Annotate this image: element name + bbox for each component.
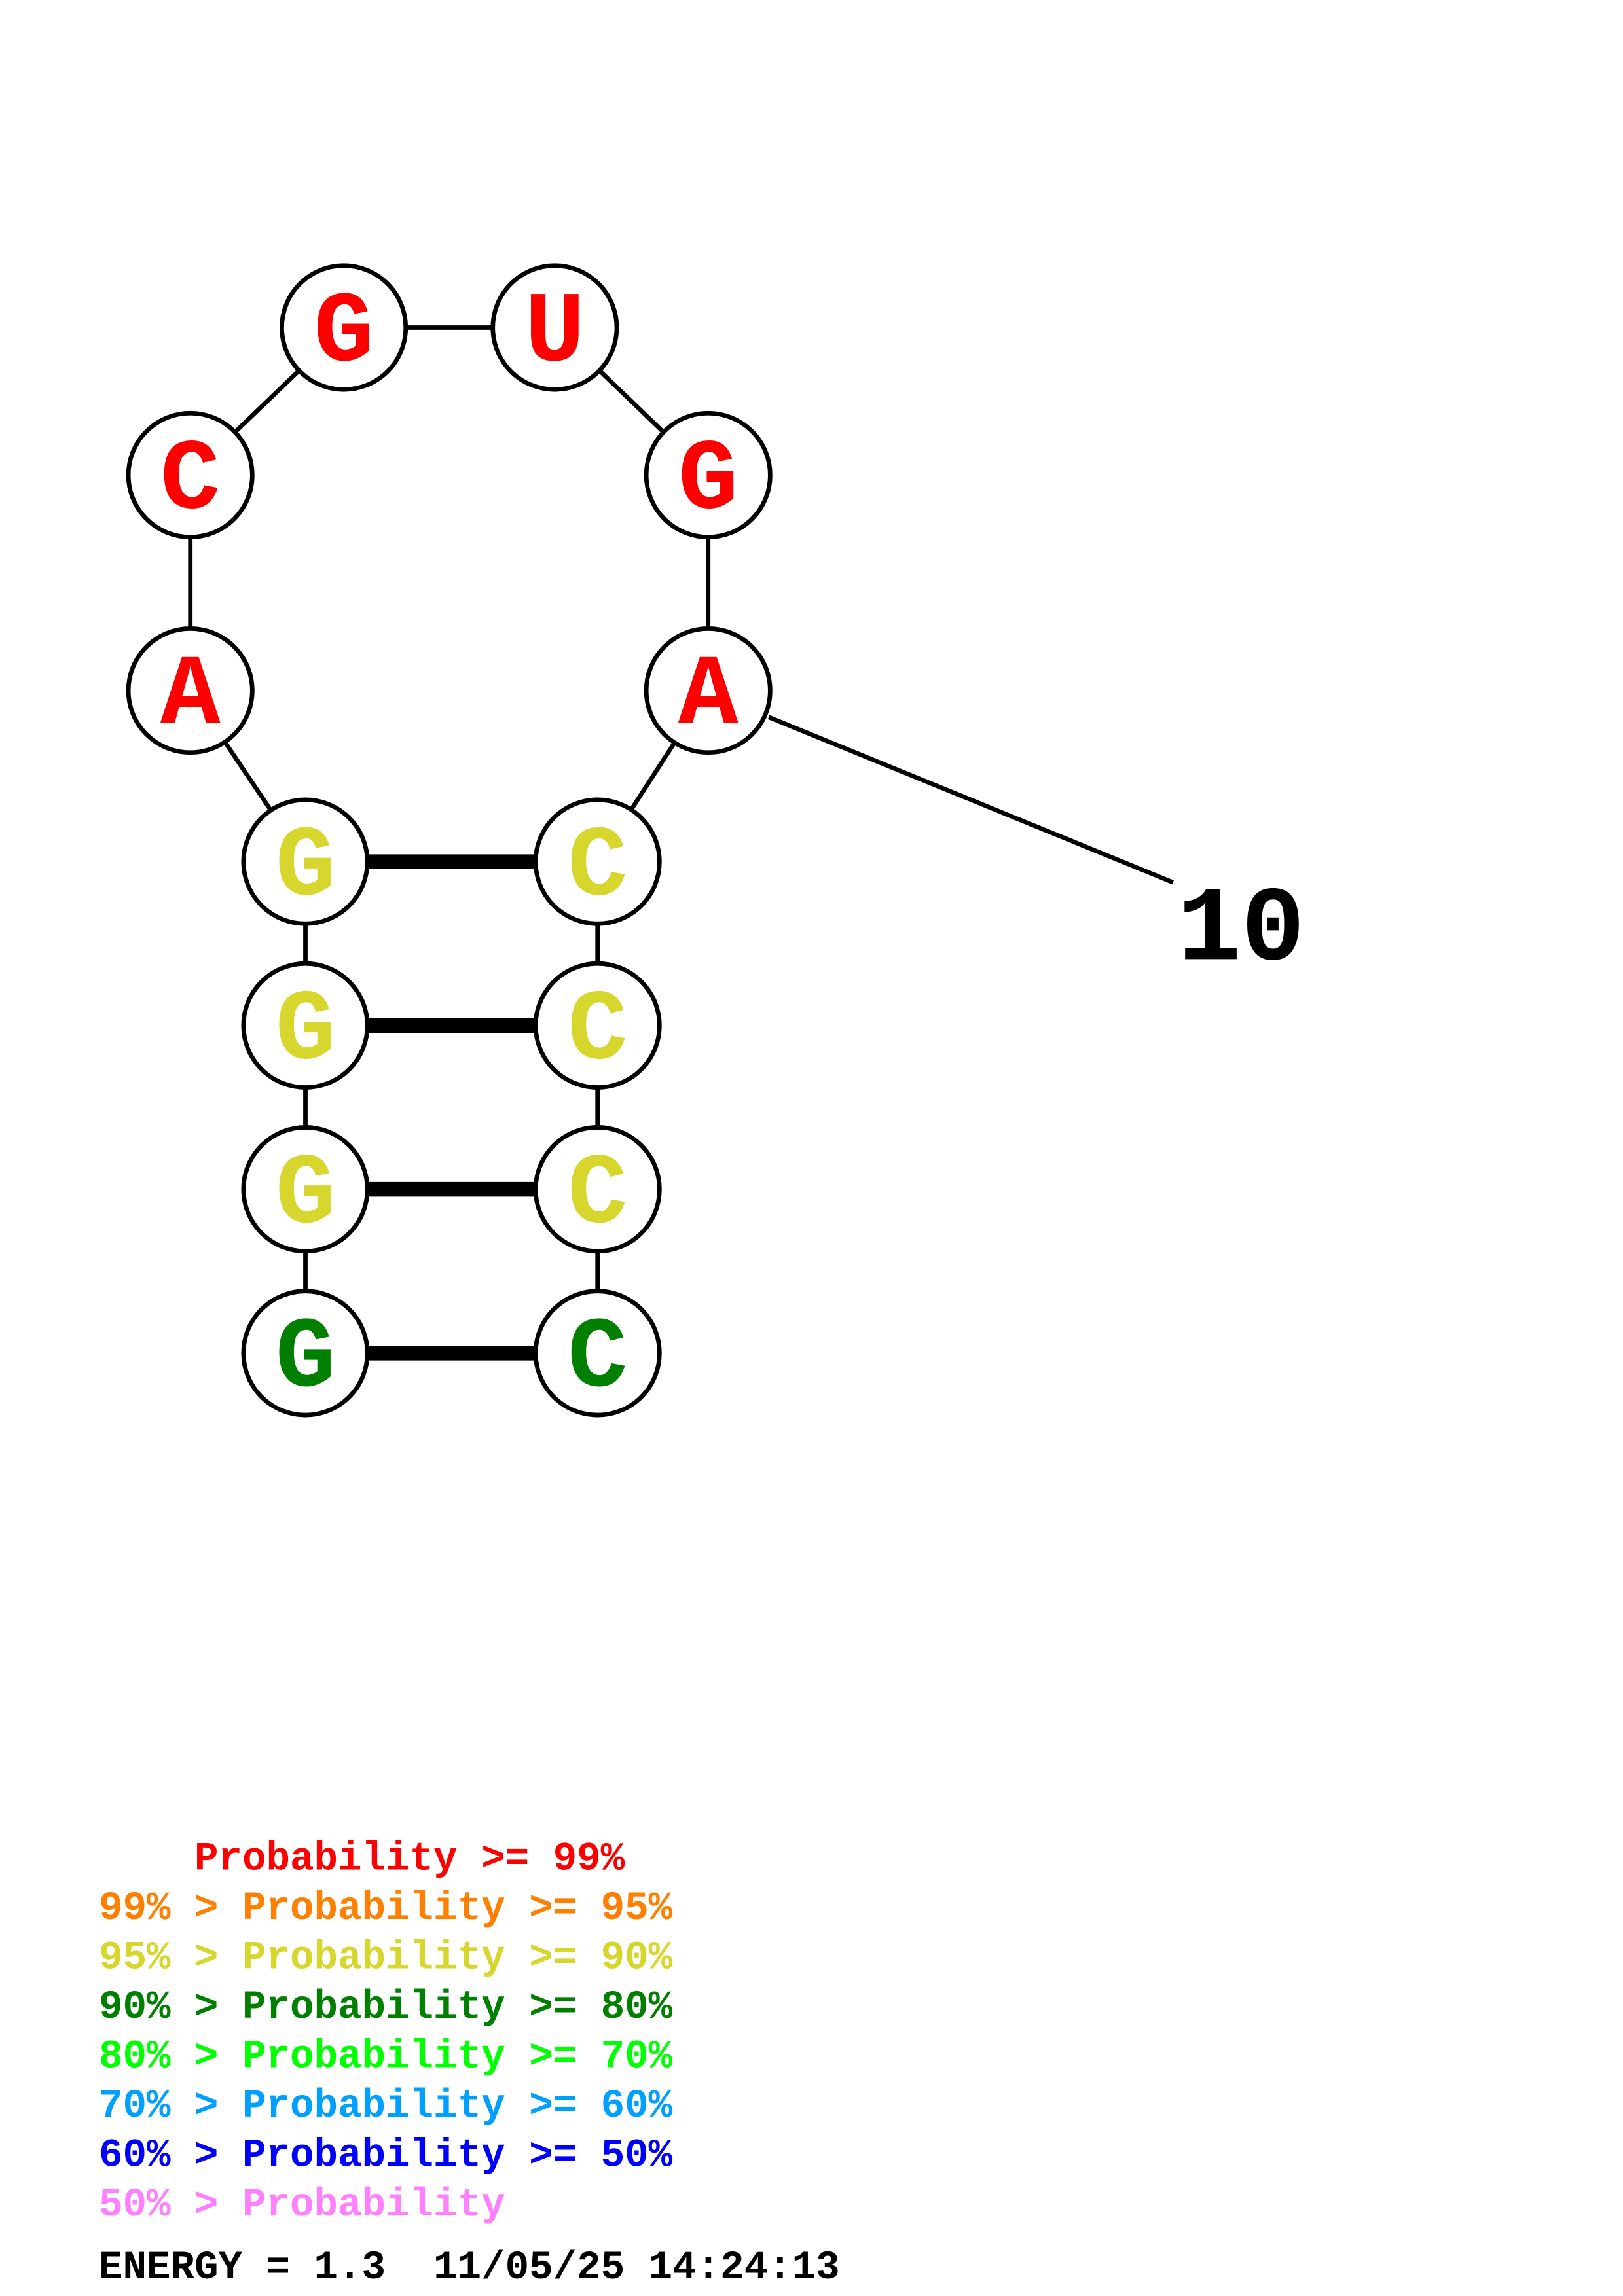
nucleotide-9: G	[644, 410, 773, 540]
legend-entry: 90% > Probability >= 80%	[99, 1985, 673, 2030]
nucleotide-circle	[241, 961, 370, 1090]
nucleotide-base: C	[160, 425, 221, 539]
nucleotide-circle	[490, 263, 619, 392]
nucleotide-base: G	[276, 1302, 336, 1416]
nucleotide-circle	[533, 797, 662, 926]
nucleotide-circle	[280, 263, 409, 392]
nucleotide-circle	[644, 410, 773, 540]
nucleotide-base: C	[568, 1302, 628, 1416]
nucleotide-11: C	[533, 797, 662, 926]
legend-entry: 70% > Probability >= 60%	[99, 2084, 673, 2129]
legend-entry: 80% > Probability >= 70%	[99, 2035, 673, 2080]
energy-footer: ENERGY = 1.3 11/05/25 14:24:13	[99, 2246, 840, 2291]
nucleotide-1: G	[241, 1289, 370, 1418]
nucleotide-circle	[241, 1289, 370, 1418]
nucleotide-base: U	[524, 277, 585, 391]
legend-entry: Probability >= 99%	[99, 1837, 625, 1882]
nucleotide-base: G	[276, 1139, 336, 1253]
position-label: 10	[1177, 870, 1305, 991]
nucleotide-4: G	[241, 797, 370, 926]
nucleotide-circle	[241, 797, 370, 926]
legend-entry: 95% > Probability >= 90%	[99, 1935, 673, 1981]
legend-entry: 60% > Probability >= 50%	[99, 2134, 673, 2179]
nucleotide-circle	[533, 961, 662, 1090]
legend-entry: 99% > Probability >= 95%	[99, 1886, 673, 1931]
nucleotide-base: G	[276, 811, 336, 925]
nucleotide-10: A	[644, 626, 773, 755]
probability-legend: Probability >= 99%99% > Probability >= 9…	[99, 1837, 673, 2228]
nucleotide-circle	[126, 626, 255, 755]
nucleotide-circle	[533, 1125, 662, 1254]
nucleotide-13: C	[533, 1125, 662, 1254]
nucleotide-circle	[644, 626, 773, 755]
position-tick	[767, 715, 1174, 885]
nucleotide-base: G	[276, 975, 336, 1088]
nucleotide-circle	[241, 1125, 370, 1254]
legend-entry: 50% > Probability	[99, 2183, 505, 2228]
nucleotide-2: G	[241, 1125, 370, 1254]
nucleotide-8: U	[490, 263, 619, 392]
nucleotide-base: A	[678, 640, 739, 754]
nucleotide-circle	[126, 410, 255, 540]
nucleotide-base: C	[568, 1139, 628, 1253]
nucleotide-5: A	[126, 626, 255, 755]
nucleotide-14: C	[533, 1289, 662, 1418]
nucleotide-7: G	[280, 263, 409, 392]
nucleotide-base: C	[568, 811, 628, 925]
nucleotide-base: G	[678, 425, 739, 539]
nucleotide-6: C	[126, 410, 255, 540]
nucleotide-3: G	[241, 961, 370, 1090]
nucleotide-base: G	[314, 277, 374, 391]
nucleotide-circle	[533, 1289, 662, 1418]
nucleotide-base: C	[568, 975, 628, 1088]
nucleotide-12: C	[533, 961, 662, 1090]
nucleotide-base: A	[160, 640, 221, 754]
